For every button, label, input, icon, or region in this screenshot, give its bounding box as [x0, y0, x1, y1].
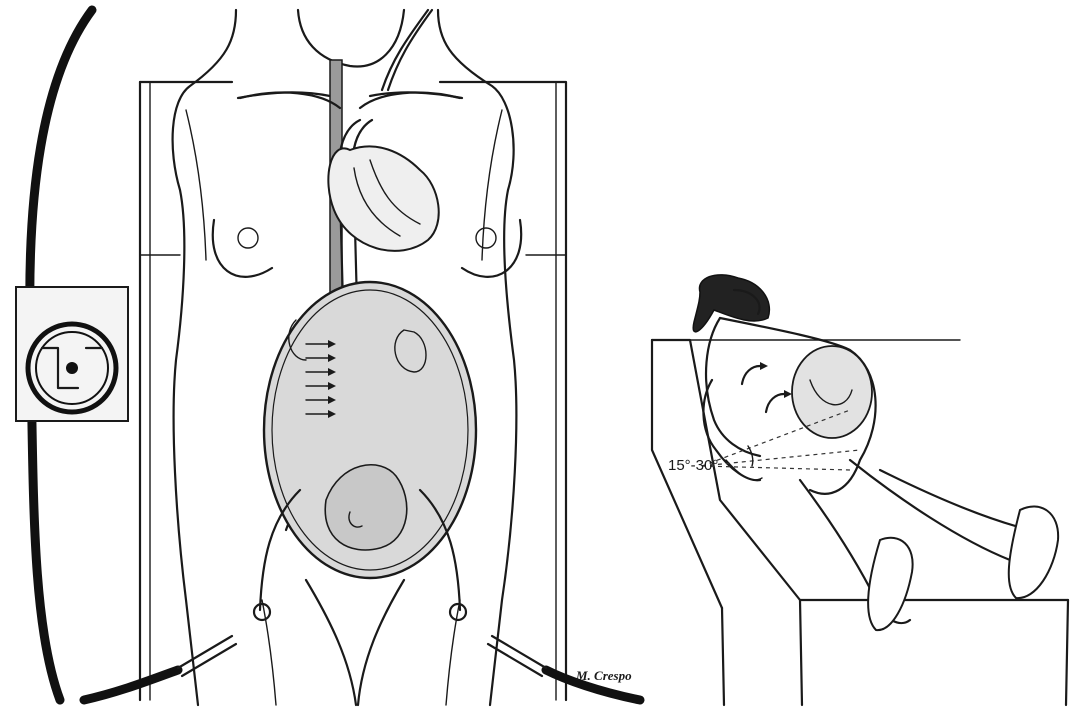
tilted-patient-body [693, 275, 1058, 630]
ecmo-console [16, 287, 128, 421]
tilt-angle-label: 15°-30° [668, 457, 718, 474]
tilted-patient-panel: 15°-30° [652, 275, 1068, 705]
uterus [264, 282, 476, 578]
frontal-body-panel: M. Crespo [16, 10, 640, 705]
heart [328, 146, 438, 251]
tilt-arrows [742, 362, 792, 412]
artist-signature: M. Crespo [575, 668, 632, 683]
